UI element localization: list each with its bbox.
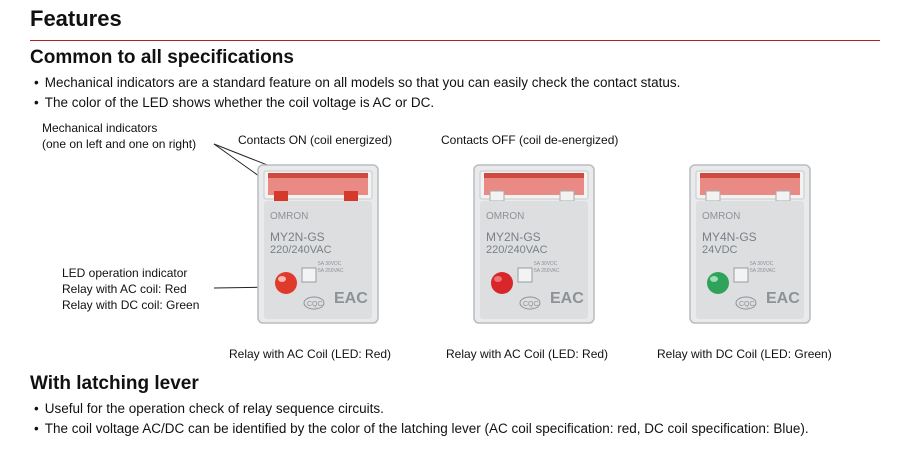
led-indicator [491,272,513,294]
mechanical-indicator-right [775,190,791,202]
relay-photo-ac-off: OMRON MY2N-GS 220/240VAC 5A 30VDC 5A 250… [472,163,596,325]
bullet-sequence-check: Useful for the operation check of relay … [34,401,384,416]
model-label: MY2N-GS [486,230,541,244]
mechanical-indicator-left [489,190,505,202]
eac-mark: EAC [550,290,584,307]
callout-mechanical-indicators-line2: (one on left and one on right) [42,137,197,151]
section-title-latching: With latching lever [30,373,199,394]
title-rule [30,40,880,41]
relay-photo-ac-on: OMRON MY2N-GS 220/240VAC 5A 30VDC 5A 250… [256,163,380,325]
mechanical-indicator-left [274,191,288,201]
mechanical-indicator-right [559,190,575,202]
rating-line1: 5A 30VDC [318,261,342,267]
led-indicator [707,272,729,294]
rating-line2: 5A 250VAC [534,268,560,274]
callout-mechanical-indicators-line1: Mechanical indicators [42,121,158,135]
led-indicator [275,272,297,294]
cqc-mark: CQC [523,301,539,308]
mechanical-indicator-left [705,190,721,202]
caption-relay-1: Relay with AC Coil (LED: Red) [229,347,392,361]
bullet-led-color: The color of the LED shows whether the c… [34,95,434,110]
model-label: MY2N-GS [270,230,325,244]
label-contacts-on: Contacts ON (coil energized) [238,133,393,147]
callout-led-line1: LED operation indicator [62,266,188,280]
cqc-mark: CQC [307,301,323,308]
bullet-lever-color: The coil voltage AC/DC can be identified… [34,421,809,436]
section-title-common: Common to all specifications [30,47,294,68]
rating-line1: 5A 30VDC [750,261,774,267]
eac-mark: EAC [766,290,800,307]
caption-relay-2: Relay with AC Coil (LED: Red) [446,347,609,361]
relay-photo-dc-off: OMRON MY4N-GS 24VDC 5A 30VDC 5A 250VAC C… [688,163,812,325]
model-label: MY4N-GS [702,230,757,244]
brand-mark: OMRON [270,211,308,222]
mechanical-indicator-right [344,191,358,201]
caption-relay-3: Relay with DC Coil (LED: Green) [657,347,832,361]
cqc-mark: CQC [739,301,755,308]
voltage-label: 220/240VAC [270,244,332,256]
eac-mark: EAC [334,290,368,307]
rating-line1: 5A 30VDC [534,261,558,267]
label-contacts-off: Contacts OFF (coil de-energized) [441,133,619,147]
voltage-label: 24VDC [702,244,738,256]
bullet-mechanical-indicators: Mechanical indicators are a standard fea… [34,75,681,90]
page-title: Features [30,6,122,31]
brand-mark: OMRON [486,211,524,222]
callout-led-line3: Relay with DC coil: Green [62,298,200,312]
brand-mark: OMRON [702,211,740,222]
rating-line2: 5A 250VAC [318,268,344,274]
voltage-label: 220/240VAC [486,244,548,256]
callout-led-line2: Relay with AC coil: Red [62,282,187,296]
rating-line2: 5A 250VAC [750,268,776,274]
